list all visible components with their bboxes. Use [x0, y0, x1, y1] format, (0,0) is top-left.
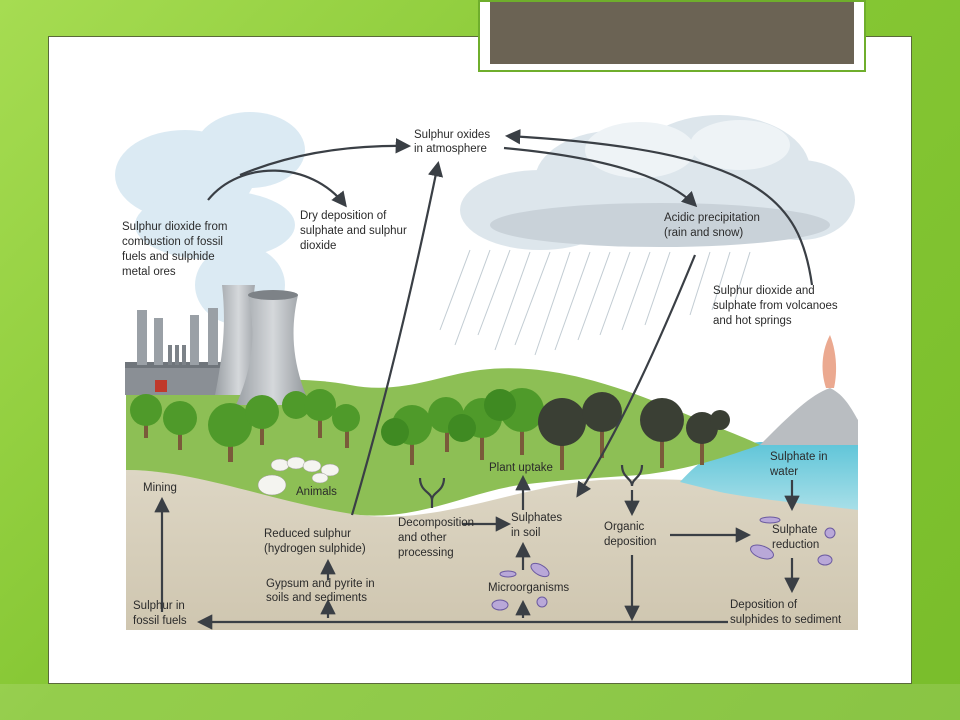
svg-text:processing: processing — [398, 547, 454, 559]
label-sulphate-water: Sulphate in water — [769, 451, 828, 478]
arrow-atmosphere-to-precip — [503, 146, 698, 208]
label-gypsum-pyrite: Gypsum and pyrite in soils and sediments — [266, 578, 375, 604]
soil-layer — [126, 470, 858, 630]
svg-text:sulphate from volcanoes: sulphate from volcanoes — [713, 300, 838, 312]
arrow-reduced-to-atmosphere — [350, 160, 444, 516]
svg-text:fossil fuels: fossil fuels — [133, 615, 187, 627]
label-so2-combustion: Sulphur dioxide from combustion of fossi… — [122, 221, 227, 278]
svg-text:Gypsum and pyrite in: Gypsum and pyrite in — [266, 578, 375, 590]
svg-text:soils and sediments: soils and sediments — [266, 592, 367, 604]
arrow-combustion-to-dry — [207, 169, 347, 208]
label-plant-uptake: Plant uptake — [489, 462, 553, 474]
svg-text:in atmosphere: in atmosphere — [414, 143, 487, 155]
svg-text:Organic: Organic — [604, 521, 645, 533]
fork-marks — [418, 464, 644, 508]
svg-text:Deposition of: Deposition of — [730, 599, 798, 611]
label-microorganisms: Microorganisms — [488, 582, 569, 594]
svg-text:(hydrogen sulphide): (hydrogen sulphide) — [264, 543, 366, 555]
label-deposition-sulphides: Deposition of sulphides to sediment — [730, 599, 842, 626]
power-plant — [125, 285, 310, 405]
label-acidic-precipitation: Acidic precipitation (rain and snow) — [664, 212, 760, 239]
svg-text:and hot springs: and hot springs — [713, 315, 792, 327]
svg-text:Sulphur dioxide and: Sulphur dioxide and — [713, 285, 815, 297]
sheep-flock — [257, 456, 340, 496]
volcano-plume — [822, 335, 837, 388]
svg-text:sulphate and sulphur: sulphate and sulphur — [300, 225, 407, 237]
trees — [130, 388, 730, 470]
svg-text:water: water — [769, 466, 798, 478]
slide-bottom-strip — [0, 684, 960, 720]
water-body — [680, 440, 858, 510]
label-decomposition: Decomposition and other processing — [398, 517, 474, 559]
svg-text:fuels and sulphide: fuels and sulphide — [122, 251, 215, 263]
svg-text:dioxide: dioxide — [300, 240, 336, 252]
svg-text:Decomposition: Decomposition — [398, 517, 474, 529]
title-bar — [490, 2, 854, 64]
svg-text:metal ores: metal ores — [122, 266, 176, 278]
microorganisms — [491, 516, 836, 611]
svg-text:Reduced sulphur: Reduced sulphur — [264, 528, 351, 540]
svg-text:Sulphur in: Sulphur in — [133, 600, 185, 612]
arrow-precip-to-soil — [576, 254, 697, 498]
svg-text:Sulphate in: Sulphate in — [770, 451, 828, 463]
svg-text:combustion of fossil: combustion of fossil — [122, 236, 223, 248]
svg-text:Sulphate: Sulphate — [772, 524, 817, 536]
label-sulphur-oxides: Sulphur oxides in atmosphere — [414, 129, 490, 155]
label-dry-deposition: Dry deposition of sulphate and sulphur d… — [300, 210, 407, 252]
label-sulphates-soil: Sulphates in soil — [511, 512, 562, 539]
svg-text:and other: and other — [398, 532, 447, 544]
label-animals: Animals — [296, 486, 337, 498]
svg-text:Sulphur dioxide from: Sulphur dioxide from — [122, 221, 227, 233]
svg-text:Sulphates: Sulphates — [511, 512, 562, 524]
svg-text:Dry deposition of: Dry deposition of — [300, 210, 387, 222]
flow-arrows — [154, 128, 814, 630]
svg-text:Microorganisms: Microorganisms — [488, 582, 569, 594]
label-sulphate-reduction: Sulphate reduction — [772, 524, 819, 551]
svg-text:Sulphur oxides: Sulphur oxides — [414, 129, 490, 141]
rain-streaks — [439, 249, 751, 356]
svg-text:sulphides to sediment: sulphides to sediment — [730, 614, 842, 626]
label-fossil-fuels: Sulphur in fossil fuels — [133, 600, 187, 627]
svg-text:(rain and snow): (rain and snow) — [664, 227, 743, 239]
arrow-volcano-to-atmosphere — [504, 128, 814, 286]
label-organic-deposition: Organic deposition — [604, 521, 656, 548]
label-volcanoes: Sulphur dioxide and sulphate from volcan… — [713, 285, 838, 327]
arrow-combustion-to-atmosphere — [239, 138, 412, 177]
title-placeholder — [478, 0, 866, 72]
label-mining: Mining — [143, 482, 177, 494]
label-reduced-sulphur: Reduced sulphur (hydrogen sulphide) — [264, 528, 366, 555]
volcano — [760, 388, 858, 445]
svg-text:reduction: reduction — [772, 539, 819, 551]
svg-text:deposition: deposition — [604, 536, 656, 548]
svg-text:Animals: Animals — [296, 486, 337, 498]
svg-text:Acidic precipitation: Acidic precipitation — [664, 212, 760, 224]
svg-text:Mining: Mining — [143, 482, 177, 494]
svg-text:Plant uptake: Plant uptake — [489, 462, 553, 474]
svg-text:in soil: in soil — [511, 527, 540, 539]
